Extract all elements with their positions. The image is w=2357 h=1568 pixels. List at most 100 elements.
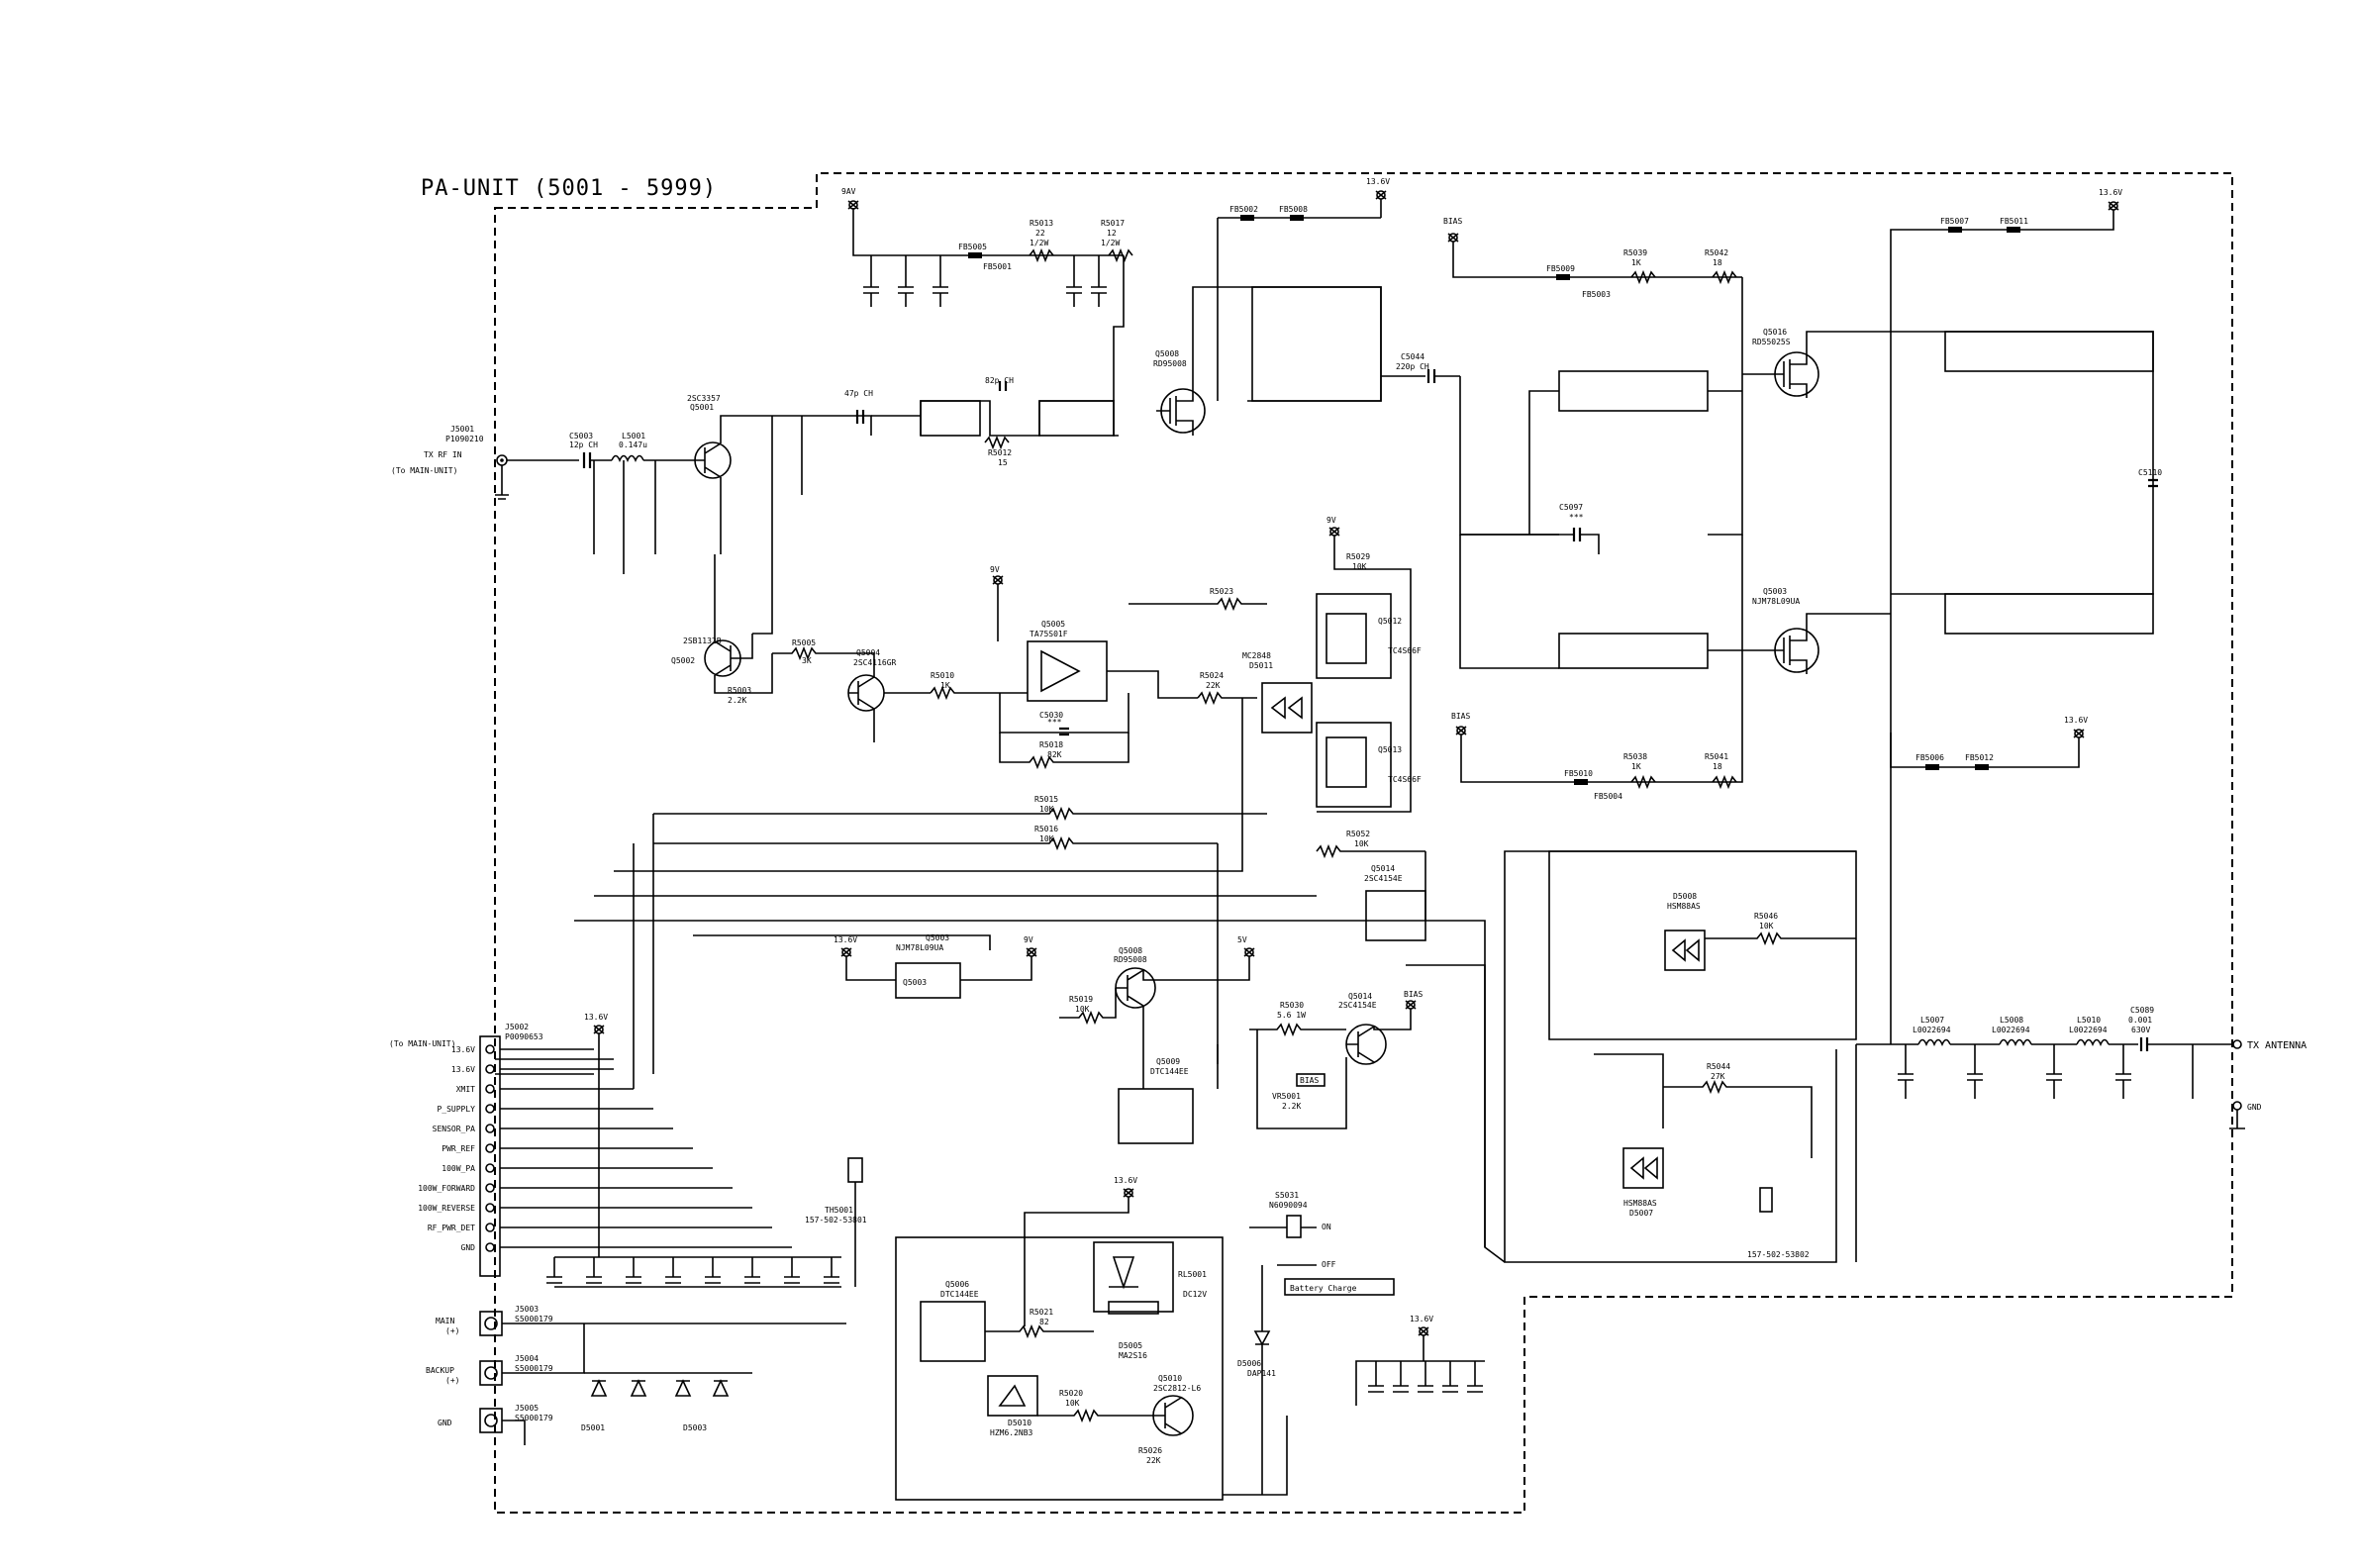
balun-lower: [1558, 633, 1709, 669]
svg-text:R5039: R5039: [1623, 248, 1647, 257]
svg-text:GND: GND: [2247, 1103, 2262, 1112]
j5002-pin: [485, 1203, 495, 1213]
mosfet-q5015: Q5016 RD55025S: [1742, 328, 1819, 398]
resistor-r5039: R5039 1K: [1623, 248, 1656, 285]
svg-text:***: ***: [1569, 513, 1584, 522]
svg-text:15: 15: [998, 458, 1008, 467]
svg-text:RL5001: RL5001: [1178, 1270, 1207, 1279]
balun-upper: [1558, 370, 1709, 412]
svg-text:Q5003: Q5003: [926, 933, 949, 942]
svg-text:1/2W: 1/2W: [1101, 239, 1120, 247]
svg-text:R5005: R5005: [792, 638, 816, 647]
svg-text:3K: 3K: [802, 656, 812, 665]
diode-d5007: HSM88AS D5007: [1622, 1147, 1664, 1218]
svg-text:D5008: D5008: [1673, 892, 1697, 901]
j5002-pin-label: 100W_PA: [442, 1164, 475, 1173]
decoupling-caps-top-left: [863, 255, 1107, 307]
svg-text:RD95008: RD95008: [1153, 359, 1187, 368]
mosfet-q5008: Q5008 RD95008: [1153, 349, 1206, 436]
resistor-r5026: R5026 22K: [1138, 1446, 1162, 1465]
svg-text:82K: 82K: [1047, 750, 1062, 759]
svg-text:27K: 27K: [1711, 1072, 1725, 1081]
svg-text:TH5001: TH5001: [825, 1206, 853, 1215]
switch-s5031[interactable]: S5031 N6090094 ON OFF: [1249, 1191, 1336, 1317]
resistor-r5042: R5042 18: [1705, 248, 1737, 285]
opamp-q5005: Q5005 TA75S01F: [1027, 620, 1108, 702]
svg-text:J5003: J5003: [515, 1305, 539, 1314]
svg-text:0.147u: 0.147u: [619, 441, 647, 449]
resistor-r5041: R5041 18: [1705, 752, 1737, 790]
svg-text:S5031: S5031: [1275, 1191, 1299, 1200]
vr5001-trimmer: BIAS VR5001 2.2K: [1256, 1029, 1347, 1129]
svg-text:RD95008: RD95008: [1114, 955, 1147, 964]
svg-text:FB5007: FB5007: [1940, 217, 1969, 226]
ferrite-fb5007: FB5007 FB5011: [1940, 217, 2028, 233]
switch-q5013: Q5013 TC4S66F: [1316, 722, 1422, 808]
svg-text:1K: 1K: [1631, 762, 1641, 771]
j5002-pin-list: 13.6V13.6VXMITP_SUPPLYSENSOR_PAPWR_REF10…: [418, 1044, 792, 1252]
resistor-r5029: R5029 10K: [1346, 552, 1370, 571]
svg-text:HZM6.2NB3: HZM6.2NB3: [990, 1428, 1033, 1437]
svg-text:P0090653: P0090653: [505, 1032, 543, 1041]
svg-text:J5005: J5005: [515, 1404, 539, 1413]
svg-text:9V: 9V: [990, 565, 1000, 574]
svg-text:Q5010: Q5010: [1158, 1374, 1182, 1383]
svg-text:5.6 1W: 5.6 1W: [1277, 1011, 1306, 1020]
resistor-r5017: R5017 12 1/2W: [1101, 219, 1133, 263]
output-transformer-lower: [1944, 593, 2154, 635]
svg-text:L0022694: L0022694: [1913, 1026, 1951, 1034]
svg-text:10K: 10K: [1759, 922, 1774, 931]
svg-text:ON: ON: [1322, 1223, 1331, 1231]
svg-text:Q5012: Q5012: [1378, 617, 1402, 626]
control-bus-wires: [495, 698, 1486, 1247]
svg-text:J5004: J5004: [515, 1354, 539, 1363]
j5002-pin-label: P_SUPPLY: [437, 1105, 475, 1114]
ferrite-fb5006: FB5006 FB5012: [1915, 753, 1994, 770]
svg-text:22: 22: [1035, 229, 1045, 238]
svg-text:C5110: C5110: [2138, 468, 2162, 477]
resistor-r5019: R5019 10K: [1059, 988, 1117, 1026]
svg-text:22K: 22K: [1146, 1456, 1161, 1465]
svg-text:R5013: R5013: [1030, 219, 1053, 228]
svg-text:L5001: L5001: [622, 432, 645, 441]
rail-9v-switch: 9V: [1317, 516, 1412, 813]
rail-13v6-right: 13.6V: [1890, 188, 2122, 332]
j5002-pin: [485, 1044, 495, 1054]
svg-text:1K: 1K: [1631, 258, 1641, 267]
svg-text:R5018: R5018: [1039, 740, 1063, 749]
relay-rl5001: RL5001 DC12V: [1093, 1241, 1207, 1315]
svg-text:L5010: L5010: [2077, 1016, 2101, 1025]
svg-text:630V: 630V: [2131, 1026, 2150, 1034]
svg-text:S5000179: S5000179: [515, 1414, 553, 1422]
svg-text:FB5003: FB5003: [1582, 290, 1611, 299]
svg-text:157-502-53802: 157-502-53802: [1747, 1250, 1810, 1259]
svg-text:13.6V: 13.6V: [2099, 188, 2122, 197]
transistor-q5011: Q5014 2SC4154E: [1364, 864, 1426, 941]
svg-text:J5001: J5001: [450, 425, 474, 434]
svg-text:FB5009: FB5009: [1546, 264, 1575, 273]
svg-text:2SC3357: 2SC3357: [687, 394, 721, 403]
svg-text:10K: 10K: [1352, 562, 1367, 571]
inductor-l5001: L5001 0.147u: [611, 432, 647, 462]
svg-text:(+): (+): [445, 1376, 459, 1385]
j5002-pin-label: SENSOR_PA: [433, 1125, 476, 1133]
svg-text:Q5014: Q5014: [1371, 864, 1395, 873]
j5002-pin-label: 100W_FORWARD: [418, 1184, 475, 1193]
svg-text:TX RF IN: TX RF IN: [424, 450, 462, 459]
j5002-decoupling-row: [546, 1256, 841, 1288]
diode-d5006: D5006 DAP141: [1237, 1317, 1276, 1495]
j5002-pin: [485, 1084, 495, 1094]
svg-text:13.6V: 13.6V: [1410, 1315, 1433, 1323]
svg-text:MC2848: MC2848: [1242, 651, 1271, 660]
diode-d5010: D5010 HZM6.2NB3: [987, 1375, 1038, 1437]
resistor-r5015: R5015 10K: [653, 795, 1267, 822]
svg-text:1K: 1K: [940, 681, 950, 690]
rail-13v6-relay: 13.6V: [1024, 1176, 1137, 1326]
svg-text:R5038: R5038: [1623, 752, 1647, 761]
svg-text:FB5002: FB5002: [1229, 205, 1258, 214]
inductor-l5010: L5010 L0022694: [2069, 1016, 2110, 1046]
svg-text:10K: 10K: [1039, 805, 1054, 814]
j5002-pin-label: PWR_REF: [442, 1144, 475, 1153]
svg-text:BIAS: BIAS: [1443, 217, 1462, 226]
svg-text:D5005: D5005: [1119, 1341, 1142, 1350]
